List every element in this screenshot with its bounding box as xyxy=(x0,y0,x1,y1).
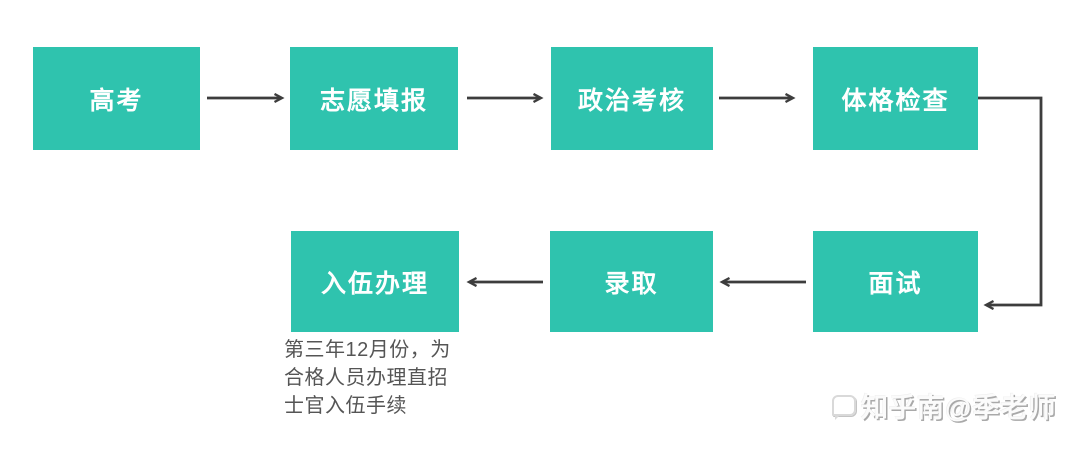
enlistment-note-line: 合格人员办理直招 xyxy=(284,367,448,389)
flow-step-mianshi: 面试 xyxy=(813,231,978,332)
enlistment-note: 第三年12月份，为 合格人员办理直招 士官入伍手续 xyxy=(284,336,499,420)
flow-step-luqu: 录取 xyxy=(550,231,713,332)
enlistment-note-line: 士官入伍手续 xyxy=(284,395,407,417)
enlistment-note-line: 第三年12月份，为 xyxy=(284,339,451,361)
flow-step-gaokao: 高考 xyxy=(33,47,200,150)
flow-step-zhengzhi: 政治考核 xyxy=(551,47,713,150)
flow-step-label: 高考 xyxy=(89,86,144,115)
flow-step-label: 入伍办理 xyxy=(320,269,429,298)
zhihu-logo-icon xyxy=(832,395,856,420)
arrow-tige-to-mianshi-elbow xyxy=(978,96,1043,305)
watermark-text: 知乎南@季老师 xyxy=(861,393,1057,423)
flow-step-tige: 体格检查 xyxy=(813,47,978,150)
flow-step-label: 政治考核 xyxy=(577,86,686,115)
flow-step-label: 录取 xyxy=(604,269,659,298)
flow-step-ruwu: 入伍办理 xyxy=(291,231,459,332)
flow-step-zhiyuan: 志愿填报 xyxy=(290,47,458,150)
flow-step-label: 志愿填报 xyxy=(319,86,428,115)
flow-step-label: 体格检查 xyxy=(841,86,950,115)
watermark: 知乎南@季老师 xyxy=(832,386,1056,425)
flow-step-label: 面试 xyxy=(868,269,923,298)
